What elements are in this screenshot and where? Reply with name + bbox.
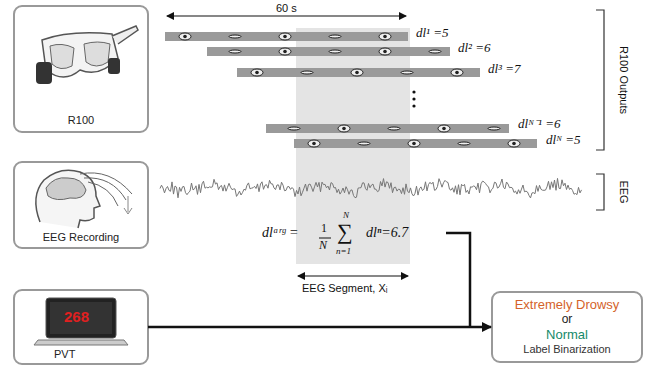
- annotation: n=1: [336, 247, 351, 257]
- eye-icon: [488, 127, 500, 130]
- annotation: ∑: [337, 220, 353, 244]
- eye-icon: [388, 127, 400, 130]
- annotation: EEG Segment, Xᵢ: [302, 282, 388, 294]
- eye-icon: [358, 142, 370, 145]
- laptop-illustration: [34, 298, 128, 345]
- annotation: dl² =6: [458, 41, 491, 55]
- eye-icon: [429, 50, 441, 53]
- node-text: PVT: [54, 348, 75, 360]
- node-text: Normal: [546, 327, 588, 342]
- annotation: dlᴺ =5: [546, 133, 581, 147]
- output-bars: [165, 32, 537, 148]
- eye-pupil: [183, 35, 187, 39]
- annotation: dlⁿ=6.7: [366, 225, 408, 240]
- eye-pupil: [383, 50, 387, 54]
- annotation: 1: [321, 222, 327, 235]
- source-box: EEG Recording: [14, 162, 148, 248]
- eye-pupil: [312, 142, 316, 146]
- eye-icon: [338, 125, 350, 132]
- eye-icon: [179, 33, 191, 40]
- annotation: dl³ =7: [488, 62, 521, 76]
- eye-pupil: [283, 35, 287, 39]
- eye-icon: [351, 69, 363, 76]
- node-text: EEG Recording: [43, 231, 119, 243]
- eye-icon: [229, 35, 241, 38]
- ellipsis-dot: [412, 104, 415, 107]
- eye-icon: [458, 142, 470, 145]
- node-text: Label Binarization: [523, 342, 610, 357]
- span-arrow: [167, 15, 406, 16]
- output-bar: [237, 68, 480, 77]
- label-box: Extremely DrowsyorNormalLabel Binarizati…: [492, 292, 642, 362]
- box-outline: [492, 292, 642, 362]
- eye-icon: [379, 48, 391, 55]
- eye-icon: [288, 127, 300, 130]
- eye-icon: [308, 140, 320, 147]
- node-text: R100: [68, 114, 94, 126]
- node-text: Extremely Drowsy: [515, 297, 620, 312]
- box-outline: [14, 6, 148, 132]
- eye-icon: [379, 33, 391, 40]
- annotation: 60 s: [276, 2, 297, 14]
- eye-pupil: [412, 142, 416, 146]
- bracket: [596, 174, 604, 210]
- eye-pupil: [342, 127, 346, 131]
- eye-pupil: [383, 35, 387, 39]
- glasses-illustration: [36, 26, 138, 84]
- ellipsis-dot: [412, 97, 415, 100]
- eye-icon: [301, 71, 313, 74]
- eye-icon: [329, 50, 341, 53]
- node-text: or: [562, 312, 573, 327]
- annotation: N: [319, 239, 327, 252]
- annotation: dl¹ =5: [416, 26, 449, 40]
- output-bar: [294, 139, 537, 148]
- screen-number: 268: [62, 309, 91, 326]
- eye-icon: [279, 33, 291, 40]
- eye-icon: [401, 71, 413, 74]
- eye-icon: [279, 48, 291, 55]
- annotation: N: [343, 211, 349, 221]
- output-bar: [266, 124, 509, 133]
- box-outline: [14, 162, 148, 248]
- head-illustration: [36, 170, 132, 228]
- eeg-signal: [160, 178, 582, 198]
- connector: [148, 326, 491, 329]
- eye-pupil: [442, 127, 446, 131]
- output-bar: [207, 47, 450, 56]
- bracket: [596, 10, 604, 150]
- eye-icon: [251, 69, 263, 76]
- eye-icon: [329, 35, 341, 38]
- bracket-label: EEG: [618, 180, 630, 203]
- output-bar: [165, 32, 408, 41]
- eye-pupil: [255, 71, 259, 75]
- merge-line: [446, 233, 470, 327]
- ellipsis-dot: [412, 90, 415, 93]
- eye-icon: [229, 50, 241, 53]
- source-box: R100: [14, 6, 148, 132]
- eye-pupil: [283, 50, 287, 54]
- eye-pupil: [512, 142, 516, 146]
- eye-icon: [438, 125, 450, 132]
- source-box: PVT: [14, 290, 148, 364]
- eye-pupil: [355, 71, 359, 75]
- eye-icon: [451, 69, 463, 76]
- annotation: dlᵃʳᵍ =: [262, 225, 299, 240]
- annotation: dlᴺ⁻¹ =6: [518, 117, 561, 131]
- eye-icon: [408, 140, 420, 147]
- bracket-label: R100 Outputs: [618, 46, 630, 114]
- box-outline: [14, 290, 148, 364]
- eye-pupil: [455, 71, 459, 75]
- eye-icon: [508, 140, 520, 147]
- segment-arrow: [298, 275, 408, 276]
